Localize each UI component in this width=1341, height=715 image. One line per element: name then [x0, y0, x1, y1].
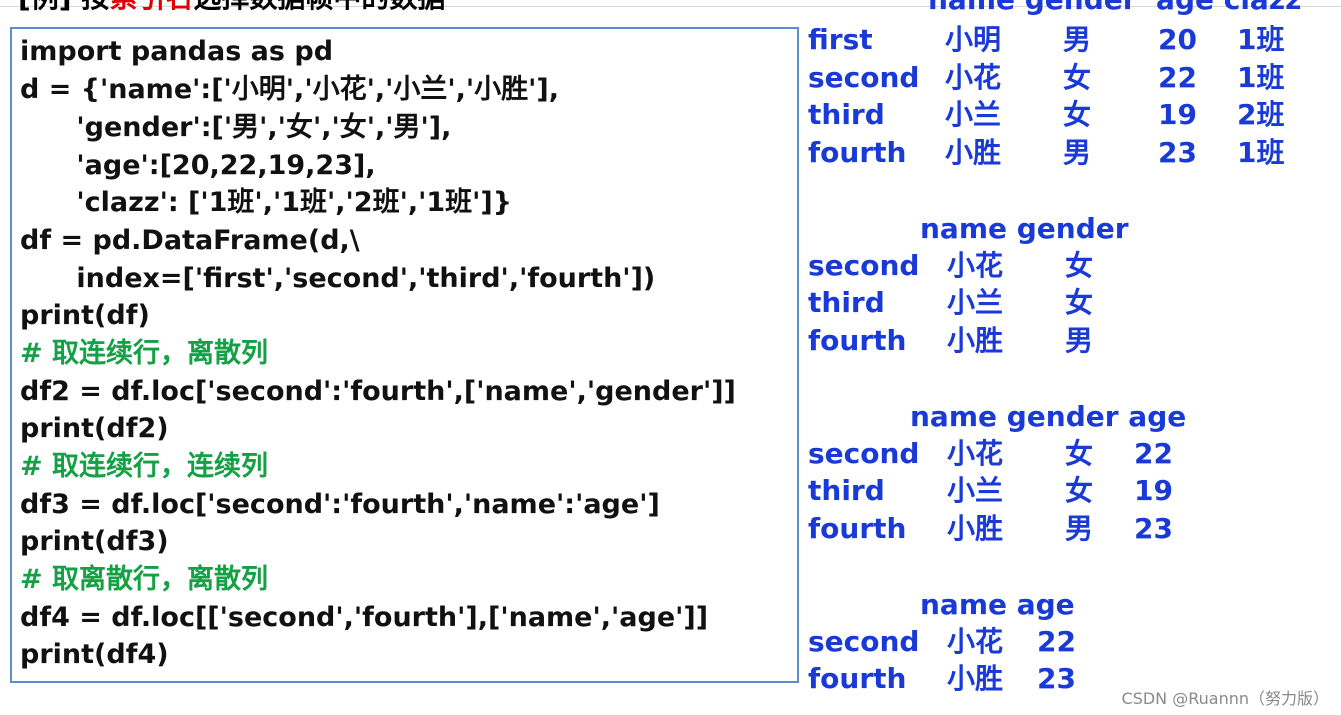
table-cell: 小胜	[945, 136, 1002, 169]
row-index: second	[808, 437, 920, 470]
footer-credit: CSDN @Ruannn（努力版）	[1121, 689, 1329, 708]
table-cell: 小花	[947, 437, 1004, 470]
top-divider	[0, 6, 1341, 7]
code-line: index=['first','second','third','fourth'…	[20, 263, 656, 294]
table-cell: 23	[1037, 662, 1076, 695]
code-line: import pandas as pd	[20, 36, 334, 67]
table-cell: 小花	[947, 249, 1004, 282]
table-cell: 小兰	[945, 98, 1002, 131]
table-cell: 小花	[945, 61, 1002, 94]
table-cell: 小胜	[947, 512, 1004, 545]
slide-title: [例] 按索引名选择数据帧中的数据	[18, 0, 445, 13]
code-line: 'clazz': ['1班','1班','2班','1班']}	[20, 187, 512, 218]
table-cell: 小兰	[947, 474, 1004, 507]
table-cell: 1班	[1237, 61, 1285, 94]
table-cell: 1班	[1237, 136, 1285, 169]
table-cell: 23	[1158, 136, 1197, 169]
table-cell: 男	[1063, 136, 1092, 169]
code-line: print(df)	[20, 300, 150, 331]
code-comment: # 取连续行，离散列	[20, 338, 269, 369]
table-cell: 女	[1063, 61, 1092, 94]
code-comment: # 取离散行，离散列	[20, 564, 269, 595]
table-cell: 小明	[945, 23, 1002, 56]
row-index: third	[808, 286, 885, 319]
code-line: df3 = df.loc['second':'fourth','name':'a…	[20, 489, 660, 520]
table-cell: 女	[1065, 437, 1094, 470]
table-cell: 23	[1134, 512, 1173, 545]
row-index: second	[808, 249, 920, 282]
row-index: fourth	[808, 324, 907, 357]
row-index: fourth	[808, 136, 907, 169]
code-line: df = pd.DataFrame(d,\	[20, 225, 360, 256]
row-index: third	[808, 98, 885, 131]
code-line: df4 = df.loc[['second','fourth'],['name'…	[20, 602, 709, 633]
df-header: name gender age clazz	[928, 0, 1301, 18]
table-cell: 1班	[1237, 23, 1285, 56]
code-line: d = {'name':['小明','小花','小兰','小胜'],	[20, 74, 560, 105]
row-index: fourth	[808, 512, 907, 545]
code-line: df2 = df.loc['second':'fourth',['name','…	[20, 376, 736, 407]
code-line: print(df4)	[20, 639, 169, 670]
table-cell: 19	[1134, 474, 1173, 507]
df2-header: name gender	[920, 212, 1129, 245]
title-suffix: 选择数据帧中的数据	[193, 0, 445, 14]
table-cell: 小花	[947, 625, 1004, 658]
code-line: 'gender':['男','女','女','男'],	[20, 112, 452, 143]
table-cell: 22	[1134, 437, 1173, 470]
df4-header: name age	[920, 588, 1075, 621]
row-index: third	[808, 474, 885, 507]
table-cell: 20	[1158, 23, 1197, 56]
table-cell: 2班	[1237, 98, 1285, 131]
table-cell: 19	[1158, 98, 1197, 131]
table-cell: 女	[1065, 286, 1094, 319]
code-line: print(df2)	[20, 413, 169, 444]
table-cell: 男	[1065, 512, 1094, 545]
table-cell: 女	[1063, 98, 1092, 131]
row-index: second	[808, 625, 920, 658]
row-index: fourth	[808, 662, 907, 695]
code-box: import pandas as pd d = {'name':['小明','小花…	[10, 27, 799, 683]
row-index: first	[808, 23, 873, 56]
table-cell: 小胜	[947, 662, 1004, 695]
table-cell: 女	[1065, 249, 1094, 282]
table-cell: 小胜	[947, 324, 1004, 357]
table-cell: 22	[1037, 625, 1076, 658]
table-cell: 男	[1065, 324, 1094, 357]
table-cell: 22	[1158, 61, 1197, 94]
title-prefix: [例] 按	[18, 0, 109, 14]
row-index: second	[808, 61, 920, 94]
table-cell: 女	[1065, 474, 1094, 507]
code-line: 'age':[20,22,19,23],	[20, 150, 376, 181]
table-cell: 小兰	[947, 286, 1004, 319]
title-highlight: 索引名	[109, 0, 193, 14]
df3-header: name gender age	[910, 400, 1187, 433]
code-comment: # 取连续行，连续列	[20, 451, 269, 482]
table-cell: 男	[1063, 23, 1092, 56]
code-line: print(df3)	[20, 526, 169, 557]
